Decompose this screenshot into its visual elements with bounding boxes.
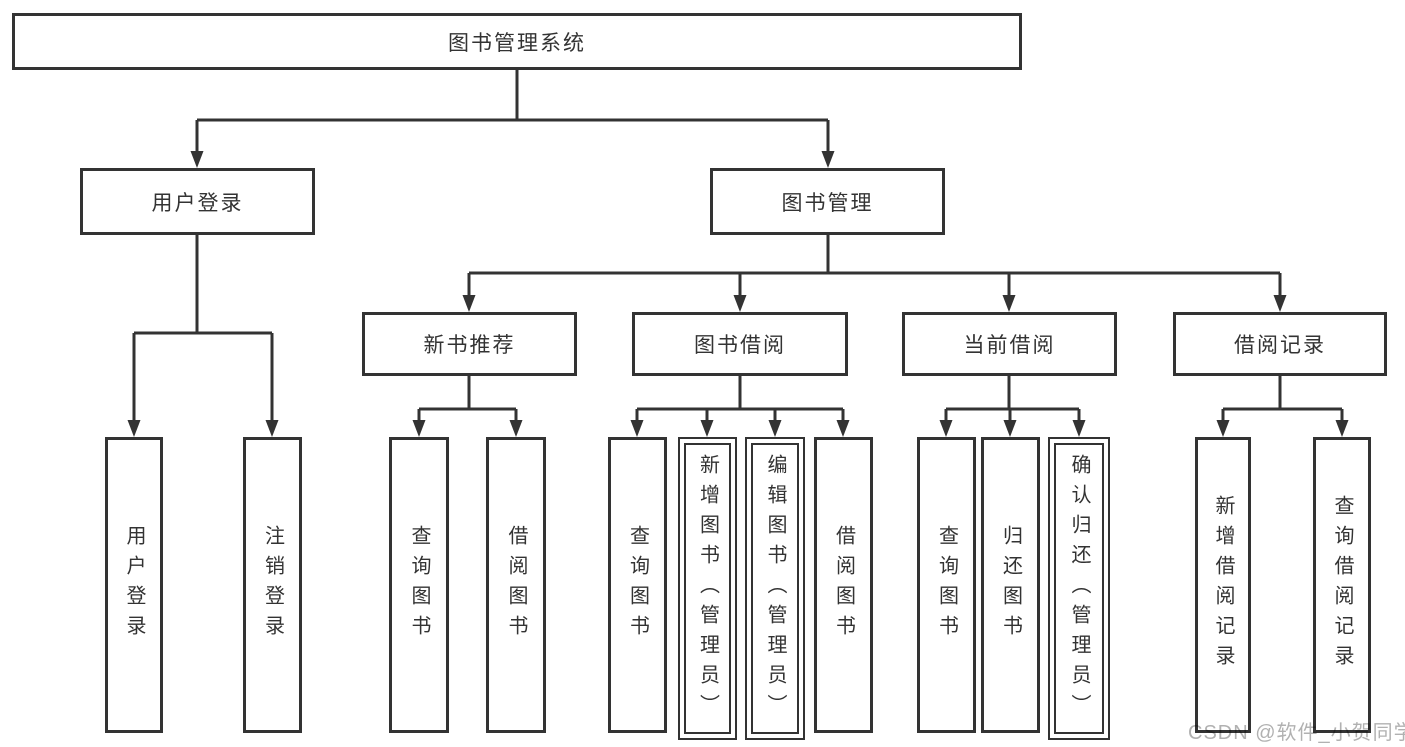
leaf-borrow-edit-books-admin: 编辑图书（管理员）	[745, 437, 805, 740]
leaf-records-add-record: 新增借阅记录	[1195, 437, 1251, 733]
leaf-newbooks-borrow-books: 借阅图书	[486, 437, 546, 733]
leaf-newbooks-query-books: 查询图书	[389, 437, 449, 733]
arrowheads	[127, 151, 1349, 437]
leaf-user-login: 用户登录	[105, 437, 163, 733]
node-user-login-branch: 用户登录	[80, 168, 315, 235]
node-current-borrowing: 当前借阅	[902, 312, 1117, 376]
leaf-current-confirm-return-admin: 确认归还（管理员）	[1048, 437, 1110, 740]
leaf-borrow-borrow-books: 借阅图书	[814, 437, 873, 733]
node-borrow-records: 借阅记录	[1173, 312, 1387, 376]
leaf-records-query-record: 查询借阅记录	[1313, 437, 1371, 733]
node-book-borrowing: 图书借阅	[632, 312, 848, 376]
leaf-borrow-query-books: 查询图书	[608, 437, 667, 733]
csdn-watermark: CSDN @软件_小贺同学	[1188, 722, 1405, 744]
node-book-management-branch: 图书管理	[710, 168, 945, 235]
leaf-current-query-books: 查询图书	[917, 437, 976, 733]
leaf-current-return-books: 归还图书	[981, 437, 1040, 733]
node-root-library-system: 图书管理系统	[12, 13, 1022, 70]
leaf-borrow-add-books-admin: 新增图书（管理员）	[678, 437, 737, 740]
node-new-book-recommend: 新书推荐	[362, 312, 577, 376]
leaf-logout: 注销登录	[243, 437, 302, 733]
